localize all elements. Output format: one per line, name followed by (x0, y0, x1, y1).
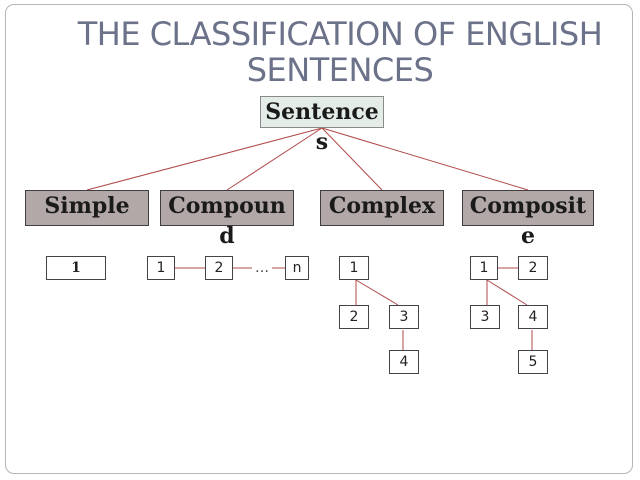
composite-node-2: 2 (518, 256, 548, 280)
compound-node-2: 2 (205, 256, 233, 280)
complex-node-2: 2 (339, 305, 369, 329)
connector-composite-1-4 (486, 279, 528, 306)
compound-ellipsis: … (255, 260, 269, 276)
compound-node-1: 1 (147, 256, 175, 280)
complex-node-4: 4 (389, 350, 419, 374)
composite-node-4: 4 (518, 305, 548, 329)
root-node-sentences: Sentences (260, 96, 384, 155)
composite-node-3: 3 (470, 305, 500, 329)
category-composite: Composite (462, 190, 594, 249)
connector-root-complex (321, 127, 383, 191)
compound-node-n: n (285, 256, 309, 280)
category-compound: Compound (160, 190, 294, 249)
connector-complex-1-3 (355, 279, 399, 306)
complex-node-3: 3 (389, 305, 419, 329)
complex-node-1: 1 (339, 256, 369, 280)
composite-node-1: 1 (470, 256, 498, 280)
slide-frame (5, 4, 633, 474)
connector-root-simple (86, 127, 323, 191)
category-complex: Complex (320, 190, 444, 226)
simple-node-1: 1 (46, 256, 106, 280)
category-simple: Simple (25, 190, 149, 226)
connector-root-composite (321, 127, 529, 191)
slide-title: THE CLASSIFICATION OF ENGLISH SENTENCES (77, 15, 603, 89)
composite-node-5: 5 (518, 350, 548, 374)
connector-root-compound (226, 127, 323, 191)
